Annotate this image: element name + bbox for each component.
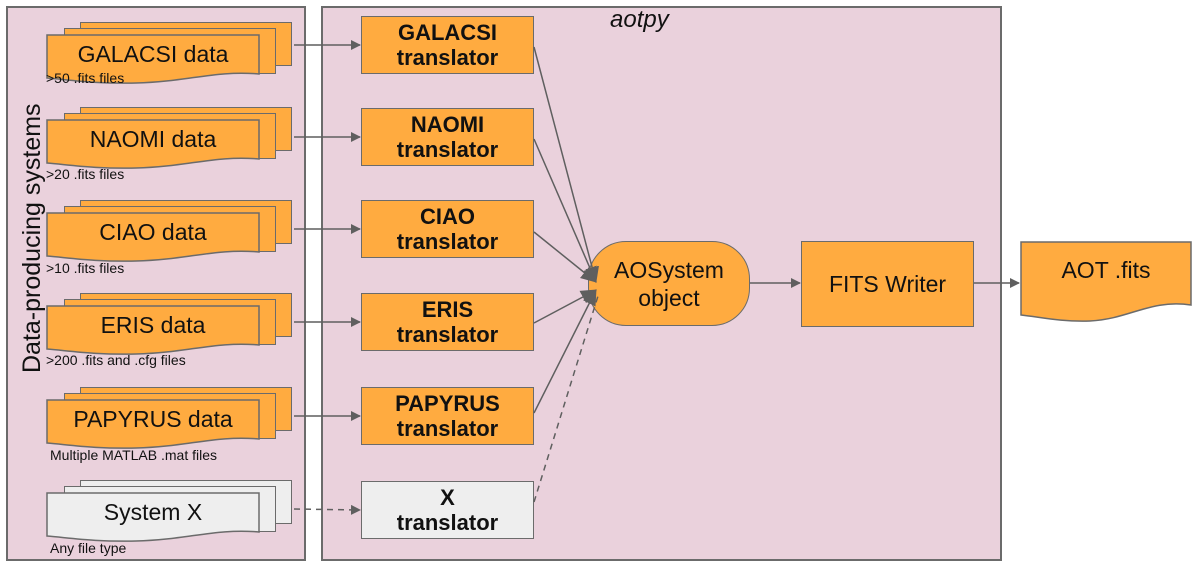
translator-suffix: translator xyxy=(396,137,499,162)
file-sheet-front: System X xyxy=(46,492,260,542)
data-source-file-description: Multiple MATLAB .mat files xyxy=(50,447,218,463)
data-source-name: NAOMI data xyxy=(89,126,217,152)
document-shape xyxy=(46,399,260,449)
data-source-name: CIAO data xyxy=(99,219,207,245)
data-source-stack: ERIS data xyxy=(46,293,306,355)
translator-name: NAOMI xyxy=(410,112,485,137)
translator-suffix: translator xyxy=(396,510,499,535)
data-producing-systems-panel: Data-producing systems xyxy=(6,6,306,561)
translator-name: ERIS xyxy=(421,297,474,322)
data-source-stack: GALACSI data xyxy=(46,22,306,84)
data-source-stack: System X xyxy=(46,480,306,542)
translator-to-aosystem-arrow xyxy=(533,46,599,283)
aotpy-title: aotpy xyxy=(610,6,669,33)
translator-to-aosystem-arrow xyxy=(533,289,597,324)
aosystem-line2: object xyxy=(638,284,700,311)
data-source-file-description: >50 .fits files xyxy=(46,70,125,86)
translator-suffix: translator xyxy=(396,322,499,347)
file-sheet-front: CIAO data xyxy=(46,212,260,262)
data-source-name: PAPYRUS data xyxy=(73,406,233,432)
document-shape xyxy=(46,119,260,169)
data-source-file-description: >10 .fits files xyxy=(46,260,125,276)
fits-writer-node: FITS Writer xyxy=(801,241,974,327)
data-source-file-description: >20 .fits files xyxy=(46,166,125,182)
file-sheet-front: NAOMI data xyxy=(46,119,260,169)
data-source-name: ERIS data xyxy=(100,312,206,338)
translator-name: CIAO xyxy=(419,204,475,229)
file-sheet-front: GALACSI data xyxy=(46,34,260,84)
document-shape xyxy=(46,492,260,542)
translator-to-aosystem-arrow xyxy=(533,138,597,283)
data-source-stack: NAOMI data xyxy=(46,107,306,169)
source-to-translator-arrow xyxy=(293,504,361,515)
file-sheet-front: ERIS data xyxy=(46,305,260,355)
translator-name: PAPYRUS xyxy=(395,391,500,416)
document-shape xyxy=(1020,241,1192,322)
data-source-name: System X xyxy=(103,499,203,525)
data-source-name: GALACSI data xyxy=(77,41,229,67)
translator-name: GALACSI xyxy=(397,20,497,45)
document-shape xyxy=(46,34,260,84)
file-sheet-front: PAPYRUS data xyxy=(46,399,260,449)
aot-fits-output-document: AOT .fits xyxy=(1020,241,1192,323)
translator-to-aosystem-arrow xyxy=(533,295,599,503)
aot-fits-label: AOT .fits xyxy=(1061,257,1151,283)
translator-to-aosystem-arrow xyxy=(533,289,597,414)
data-source-file-description: Any file type xyxy=(50,540,127,556)
data-source-file-description: >200 .fits and .cfg files xyxy=(46,352,186,368)
translator-suffix: translator xyxy=(396,45,499,70)
aosystem-line1: AOSystem xyxy=(614,256,724,283)
data-source-stack: PAPYRUS data xyxy=(46,387,306,449)
data-source-stack: CIAO data xyxy=(46,200,306,262)
translator-suffix: translator xyxy=(396,416,499,441)
document-shape xyxy=(46,305,260,355)
document-shape xyxy=(46,212,260,262)
translator-name: X xyxy=(440,485,455,510)
translator-to-aosystem-arrow xyxy=(533,231,597,283)
translator-suffix: translator xyxy=(396,229,499,254)
